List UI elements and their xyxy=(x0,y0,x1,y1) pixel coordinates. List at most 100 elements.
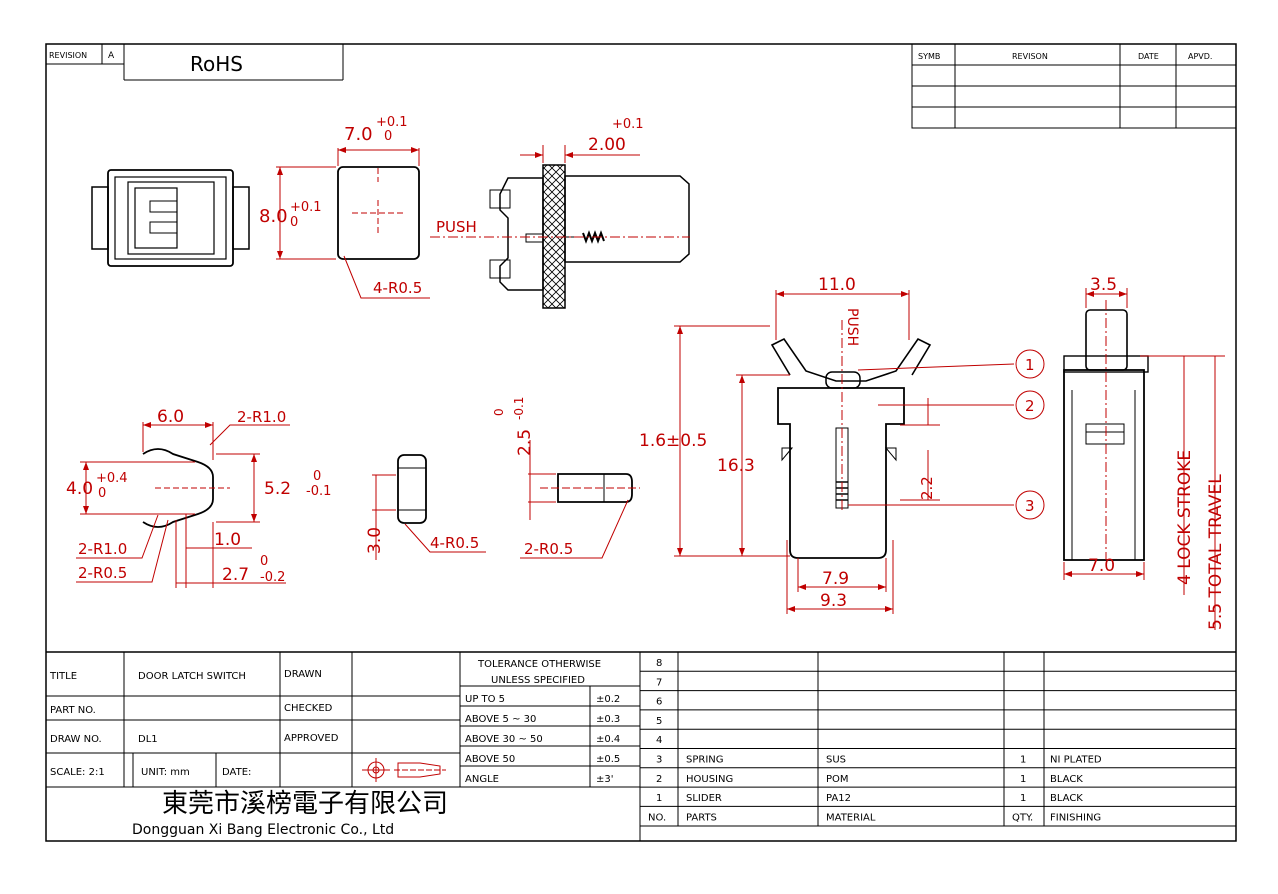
dim-4-0: 4.0 xyxy=(66,479,93,499)
company-name-cn: 東莞市溪榜電子有限公司 xyxy=(162,789,448,819)
balloon-3 xyxy=(1015,490,1045,520)
side-section-view: PUSH 2.00 +0.1 xyxy=(430,117,690,309)
balloon-1-number: 1 xyxy=(1025,356,1035,374)
tol-5-2-top: 0 xyxy=(313,469,321,484)
tol-8-0-top: +0.1 xyxy=(290,200,322,215)
dim-3-5: 3.5 xyxy=(1090,275,1117,295)
parts-header-qty: QTY. xyxy=(1012,812,1033,823)
parts-row-no: 4 xyxy=(656,735,662,746)
parts-row-name: HOUSING xyxy=(686,774,733,785)
parts-row-material: SUS xyxy=(826,755,846,766)
tolerance-value: ±0.3 xyxy=(596,714,620,725)
revision-header: REVISION A RoHS xyxy=(46,44,344,81)
approved-label: APPROVED xyxy=(284,733,339,744)
dim-1-0: 1.0 xyxy=(214,530,241,550)
title-label: TITLE xyxy=(49,671,77,682)
unit-label: UNIT: mm xyxy=(141,767,190,778)
parts-header-finishing: FINISHING xyxy=(1050,812,1101,823)
rohs-mark: RoHS xyxy=(190,52,243,76)
balloon-2 xyxy=(1015,390,1045,420)
tolerance-value: ±0.5 xyxy=(596,754,620,765)
rev-col-apvd: APVD. xyxy=(1188,52,1212,61)
total-travel-label: 5.5 TOTAL TRAVEL xyxy=(1206,474,1226,630)
parts-row-name: SPRING xyxy=(686,755,724,766)
parts-header-parts: PARTS xyxy=(686,812,717,823)
cutout-profile-view: 6.0 2-R1.0 4.0 +0.4 0 5.2 0 -0.1 1.0 2.7… xyxy=(66,407,331,588)
parts-row-finishing: BLACK xyxy=(1050,774,1083,785)
parts-row-name: SLIDER xyxy=(686,793,722,804)
part-no-label: PART NO. xyxy=(50,705,96,716)
parts-row-material: POM xyxy=(826,774,849,785)
parts-row-no: 8 xyxy=(656,658,662,669)
radius-4-r05-b: 4-R0.5 xyxy=(430,534,479,552)
dim-2-7: 2.7 xyxy=(222,565,249,585)
company-name-en: Dongguan Xi Bang Electronic Co., Ltd xyxy=(132,822,394,838)
dim-6-0: 6.0 xyxy=(157,407,184,427)
plunger-front-view: 7.0 +0.1 0 8.0 +0.1 0 4-R0.5 xyxy=(259,115,430,299)
parts-header-no: NO. xyxy=(648,812,666,823)
dim-7-0: 7.0 xyxy=(344,124,373,145)
drawn-label: DRAWN xyxy=(284,669,322,680)
push-label-vertical: PUSH xyxy=(844,308,860,346)
dim-7-0-side: 7.0 xyxy=(1088,556,1115,576)
sheet-border xyxy=(45,43,1237,842)
revision-table: SYMB REVISON DATE APVD. xyxy=(911,43,1237,129)
dim-11-0: 11.0 xyxy=(818,275,856,295)
tol-2-5-top: 0 xyxy=(492,408,506,416)
dim-2-2: 2.2 xyxy=(918,476,936,500)
parts-row-qty: 1 xyxy=(1020,755,1026,766)
parts-row-material: PA12 xyxy=(826,793,851,804)
checked-label: CHECKED xyxy=(284,703,333,714)
tolerance-range: UP TO 5 xyxy=(465,694,505,705)
tol-2-7-bot: -0.2 xyxy=(260,570,285,585)
assembly-front-view: PUSH 11.0 1.6±0.5 16.3 2.2 7.9 9.3 1 xyxy=(639,275,1045,614)
tol-2-5-bot: -0.1 xyxy=(512,397,526,420)
radius-4-r05: 4-R0.5 xyxy=(373,279,422,297)
balloon-1 xyxy=(1015,349,1045,379)
dim-1-6: 1.6±0.5 xyxy=(639,431,707,451)
dim-8-0: 8.0 xyxy=(259,206,288,227)
tol-7-0-bot: 0 xyxy=(384,129,392,144)
radius-2-r05-pin: 2-R0.5 xyxy=(524,540,573,558)
rev-col-revision: REVISON xyxy=(1012,52,1048,61)
parts-row-qty: 1 xyxy=(1020,774,1026,785)
dim-7-9: 7.9 xyxy=(822,569,849,589)
tolerance-range: ABOVE 5 ~ 30 xyxy=(465,714,536,725)
tolerance-value: ±0.2 xyxy=(596,694,620,705)
projection-symbol-icon xyxy=(362,758,446,782)
balloon-2-number: 2 xyxy=(1025,397,1035,415)
tol-2-00-top: +0.1 xyxy=(612,117,644,132)
parts-row-no: 6 xyxy=(656,697,662,708)
tolerance-value: ±3' xyxy=(596,774,614,785)
tolerance-value: ±0.4 xyxy=(596,734,620,745)
title-value: DOOR LATCH SWITCH xyxy=(138,671,246,682)
slider-block-view: 3.0 4-R0.5 xyxy=(365,454,486,560)
parts-row-finishing: BLACK xyxy=(1050,793,1083,804)
tol-4-0-bot: 0 xyxy=(98,486,106,501)
revision-value: A xyxy=(108,51,115,61)
parts-row-qty: 1 xyxy=(1020,793,1026,804)
tolerance-range: ABOVE 30 ~ 50 xyxy=(465,734,543,745)
tol-5-2-bot: -0.1 xyxy=(306,484,331,499)
tolerance-table: TOLERANCE OTHERWISE UNLESS SPECIFIED UP … xyxy=(460,652,641,841)
assembly-side-view: 3.5 7.0 4 LOCK STROKE 5.5 TOTAL TRAVEL xyxy=(1063,275,1226,630)
parts-header-material: MATERIAL xyxy=(826,812,876,823)
dim-5-2: 5.2 xyxy=(264,479,291,499)
draw-no-value: DL1 xyxy=(138,734,158,745)
tol-8-0-bot: 0 xyxy=(290,215,298,230)
dim-9-3: 9.3 xyxy=(820,591,847,611)
tolerance-range: ABOVE 50 xyxy=(465,754,515,765)
tol-2-7-top: 0 xyxy=(260,554,268,569)
tol-header-1: TOLERANCE OTHERWISE xyxy=(477,659,601,670)
dim-2-5: 2.5 xyxy=(515,429,535,456)
rev-col-symb: SYMB xyxy=(918,52,940,61)
revision-label: REVISION xyxy=(49,51,87,60)
balloon-3-number: 3 xyxy=(1025,497,1035,515)
tol-4-0-top: +0.4 xyxy=(96,471,128,486)
pin-view: 2.5 0 -0.1 2-R0.5 xyxy=(492,397,640,559)
